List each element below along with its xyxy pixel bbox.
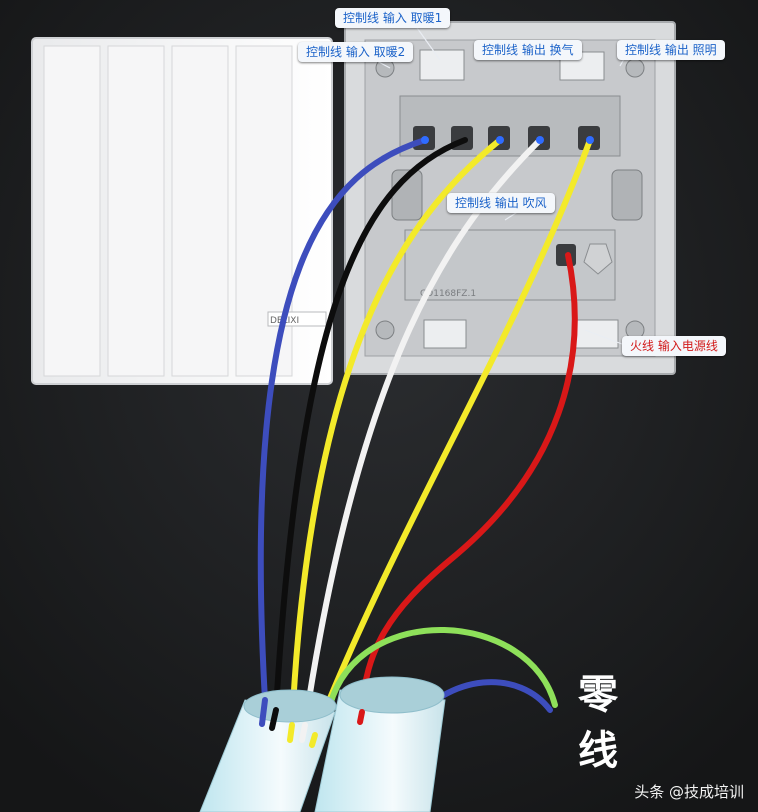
pipe-right <box>314 689 446 812</box>
watermark-text: 头条 @技成培训 <box>634 783 744 801</box>
label-control-input-heat1: 控制线 输入 取暖1 <box>335 8 451 28</box>
label-control-output-vent: 控制线 输出 换气 <box>474 40 582 60</box>
model-text: CD1168FZ.1 <box>420 289 476 299</box>
label-live-input: 火线 输入电源线 <box>622 336 726 356</box>
wire-black <box>273 137 468 713</box>
rocker-key <box>107 45 165 377</box>
wire-white <box>302 137 543 728</box>
wire-yellow-2 <box>312 137 593 738</box>
label-control-input-heat2: 控制线 输入 取暖2 <box>298 42 414 62</box>
wires <box>257 136 594 738</box>
rocker-key <box>43 45 101 377</box>
wire-yellow-1 <box>289 137 503 728</box>
rocker-key <box>171 45 229 377</box>
wire-blue <box>257 137 428 703</box>
neutral-label-char1: 零 <box>578 672 618 718</box>
label-control-output-light: 控制线 输出 照明 <box>617 40 725 60</box>
switch-front-panel: DELIXI <box>31 37 333 385</box>
label-control-output-blow: 控制线 输出 吹风 <box>447 193 555 213</box>
neutral-label-char2: 线 <box>578 728 618 774</box>
wire-green <box>327 627 558 708</box>
